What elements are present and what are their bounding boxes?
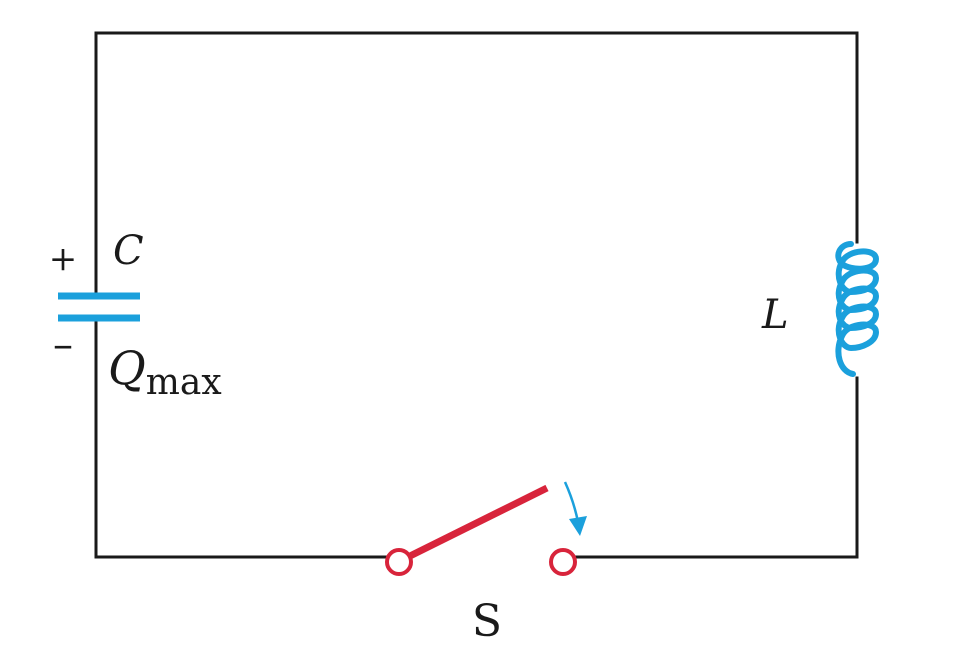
open-switch: [385, 484, 577, 576]
switch-blade: [408, 484, 549, 560]
charge-label: Qmax: [108, 341, 222, 403]
inductor-label: L: [761, 292, 789, 338]
charge-symbol: Q: [108, 341, 146, 395]
circuit-wires: [94, 31, 859, 559]
plus-sign: +: [49, 239, 78, 279]
switch-terminal-left: [385, 548, 413, 576]
capacitor-label: C: [113, 228, 144, 274]
minus-sign: –: [53, 322, 73, 368]
closing-arrow-icon: [563, 481, 587, 536]
closing-arrow-shaft: [563, 481, 580, 523]
inductor-coil-path: [835, 241, 880, 377]
switch-label: S: [472, 596, 502, 647]
closing-arrow-head: [569, 516, 587, 536]
inductor-coil: [835, 241, 880, 377]
capacitor-symbol: [58, 292, 140, 322]
switch-terminal-right: [549, 548, 577, 576]
charge-subscript: max: [146, 362, 222, 403]
